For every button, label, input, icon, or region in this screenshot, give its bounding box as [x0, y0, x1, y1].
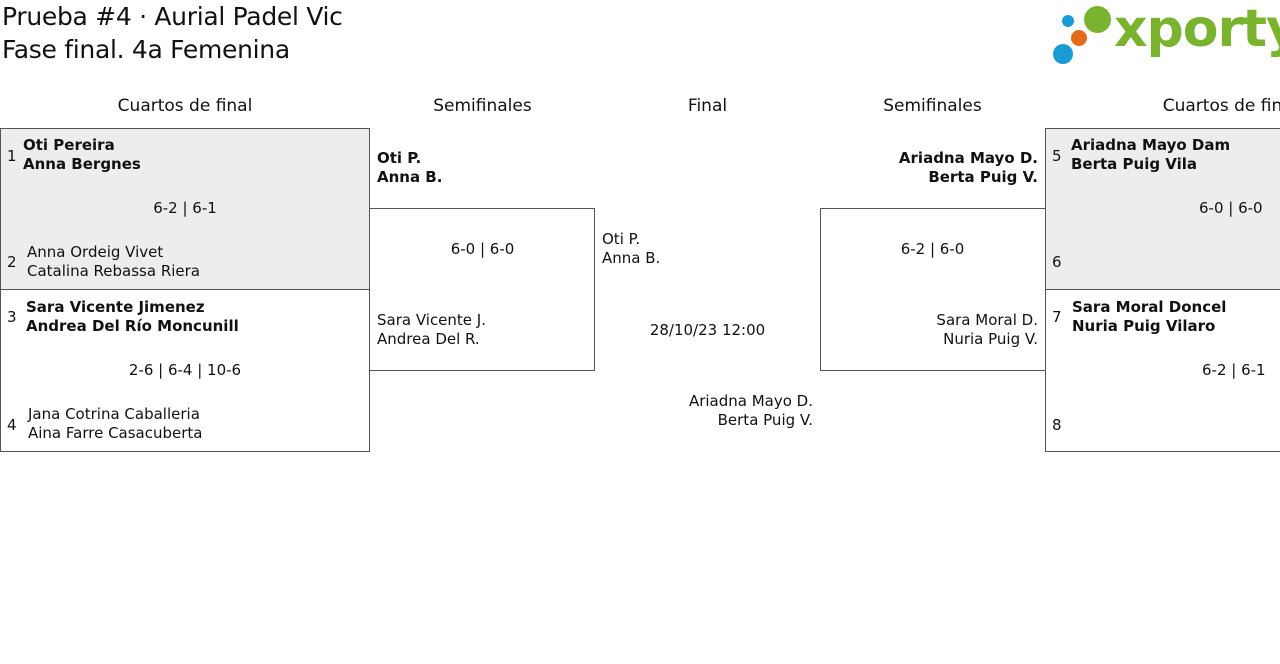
match-qf-right-1[interactable]: 5 Ariadna Mayo Dam Berta Puig Vila 6-0 |… [1045, 128, 1280, 290]
winner-player-1: Sara Moral Doncel [1072, 298, 1227, 316]
column-header-semifinals-left: Semifinales [433, 96, 532, 116]
match-qf-left-2[interactable]: 3 Sara Vicente Jimenez Andrea Del Río Mo… [0, 289, 370, 452]
final-datetime: 28/10/23 12:00 [649, 321, 766, 339]
seed-number: 6 [1052, 253, 1062, 271]
match-score: 6-0 | 6-0 [450, 240, 515, 258]
winner-player-2: Berta Puig Vila [1071, 155, 1198, 173]
logo-dot-green [1084, 6, 1111, 33]
loser-player-2: Aina Farre Casacuberta [28, 424, 203, 442]
winner-player-2: Anna B. [377, 168, 443, 186]
winner-player-1: Ariadna Mayo Dam [1071, 136, 1231, 154]
xporty-logo[interactable]: xporty [1052, 0, 1280, 66]
seed-number: 8 [1052, 416, 1062, 434]
loser-player-1: Sara Vicente J. [377, 311, 486, 329]
logo-dot-blue-small [1062, 15, 1074, 27]
finalist-bottom-player-2: Berta Puig V. [717, 411, 813, 429]
winner-player-2: Andrea Del Río Moncunill [26, 317, 239, 335]
seed-number: 3 [7, 308, 17, 326]
logo-wordmark: xporty [1114, 0, 1280, 59]
winner-player-2: Anna Bergnes [23, 155, 141, 173]
seed-number: 1 [7, 147, 17, 165]
column-header-quarterfinals-right: Cuartos de fin [1162, 96, 1280, 116]
page-title: Prueba #4 · Aurial Padel Vic [2, 2, 343, 31]
loser-player-1: Sara Moral D. [936, 311, 1038, 329]
semifinal-left-box [369, 208, 595, 371]
loser-player-2: Nuria Puig V. [943, 330, 1038, 348]
match-qf-right-2[interactable]: 7 Sara Moral Doncel Nuria Puig Vilaro 6-… [1045, 289, 1280, 452]
finalist-top-player-2: Anna B. [602, 249, 661, 267]
winner-player-1: Oti P. [377, 149, 422, 167]
match-score: 6-2 | 6-1 [153, 199, 217, 217]
winner-player-2: Nuria Puig Vilaro [1072, 317, 1216, 335]
column-header-semifinals-right: Semifinales [883, 96, 982, 116]
column-header-final: Final [687, 96, 728, 116]
winner-player-1: Sara Vicente Jimenez [26, 298, 205, 316]
winner-player-1: Oti Pereira [23, 136, 115, 154]
match-qf-left-1[interactable]: 1 Oti Pereira Anna Bergnes 6-2 | 6-1 2 A… [0, 128, 370, 290]
winner-player-1: Ariadna Mayo D. [898, 149, 1038, 167]
match-score: 6-2 | 6-0 [900, 240, 965, 258]
seed-number: 4 [7, 416, 17, 434]
match-score: 6-0 | 6-0 [1199, 199, 1263, 217]
page-subtitle: Fase final. 4a Femenina [2, 35, 290, 64]
loser-player-1: Anna Ordeig Vivet [27, 243, 164, 261]
logo-dot-blue-large [1053, 44, 1073, 64]
logo-dot-orange [1071, 30, 1087, 46]
seed-number: 7 [1052, 308, 1062, 326]
seed-number: 5 [1052, 147, 1062, 165]
winner-player-2: Berta Puig V. [928, 168, 1038, 186]
loser-player-2: Catalina Rebassa Riera [27, 262, 200, 280]
match-score: 6-2 | 6-1 [1202, 361, 1266, 379]
match-score: 2-6 | 6-4 | 10-6 [128, 361, 242, 379]
seed-number: 2 [7, 253, 17, 271]
loser-player-1: Jana Cotrina Caballeria [28, 405, 200, 423]
finalist-top-player-1: Oti P. [602, 230, 641, 248]
loser-player-2: Andrea Del R. [377, 330, 480, 348]
finalist-bottom-player-1: Ariadna Mayo D. [688, 392, 813, 410]
column-header-quarterfinals-left: Cuartos de final [117, 96, 253, 116]
